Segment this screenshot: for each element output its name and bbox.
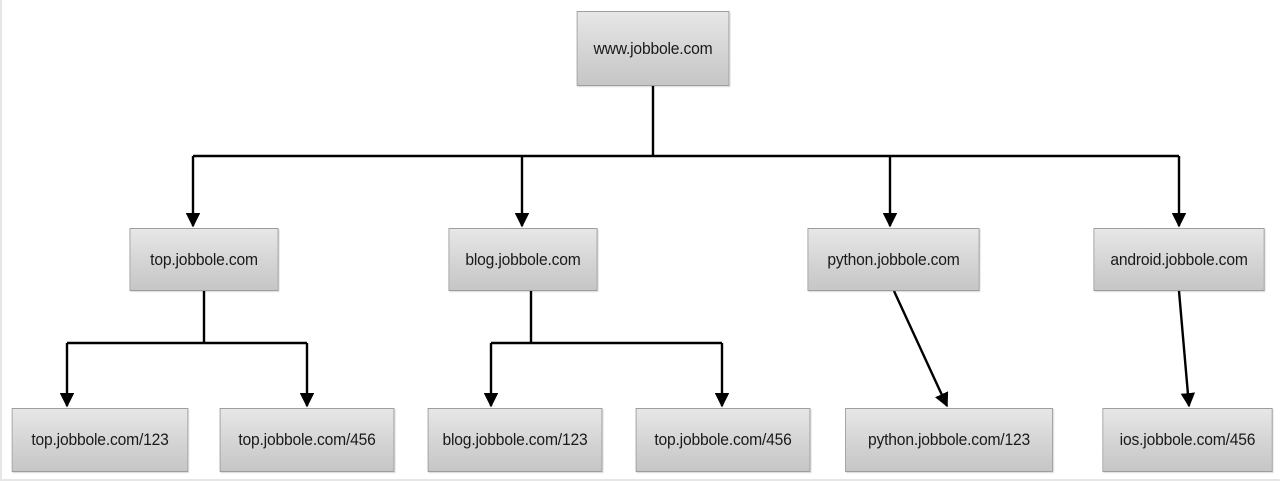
node-python-123: python.jobbole.com/123	[845, 408, 1053, 472]
node-root: www.jobbole.com	[576, 11, 730, 86]
node-top-jobbole: top.jobbole.com	[129, 228, 279, 291]
node-top-456: top.jobbole.com/456	[219, 408, 395, 472]
node-blog-123: blog.jobbole.com/123	[427, 408, 603, 472]
node-ios-456: ios.jobbole.com/456	[1102, 408, 1273, 472]
node-blog-jobbole: blog.jobbole.com	[448, 228, 598, 291]
node-blog-jobbole-label: blog.jobbole.com	[465, 249, 581, 269]
node-blog-456: top.jobbole.com/456	[635, 408, 811, 472]
node-android-jobbole-label: android.jobbole.com	[1110, 249, 1248, 269]
node-root-label: www.jobbole.com	[593, 38, 713, 58]
edge-python-123	[892, 290, 949, 408]
node-blog-123-label: blog.jobbole.com/123	[442, 430, 588, 449]
node-top-jobbole-label: top.jobbole.com	[150, 249, 258, 269]
node-top-123: top.jobbole.com/123	[11, 408, 189, 472]
node-blog-456-label: top.jobbole.com/456	[654, 430, 792, 449]
node-top-456-label: top.jobbole.com/456	[238, 430, 376, 449]
node-top-123-label: top.jobbole.com/123	[31, 430, 169, 449]
node-android-jobbole: android.jobbole.com	[1093, 228, 1265, 291]
node-python-jobbole-label: python.jobbole.com	[827, 249, 960, 269]
node-python-jobbole: python.jobbole.com	[807, 228, 980, 291]
node-python-123-label: python.jobbole.com/123	[867, 430, 1031, 449]
node-ios-456-label: ios.jobbole.com/456	[1119, 430, 1256, 449]
edge-android-ios	[1177, 290, 1196, 408]
